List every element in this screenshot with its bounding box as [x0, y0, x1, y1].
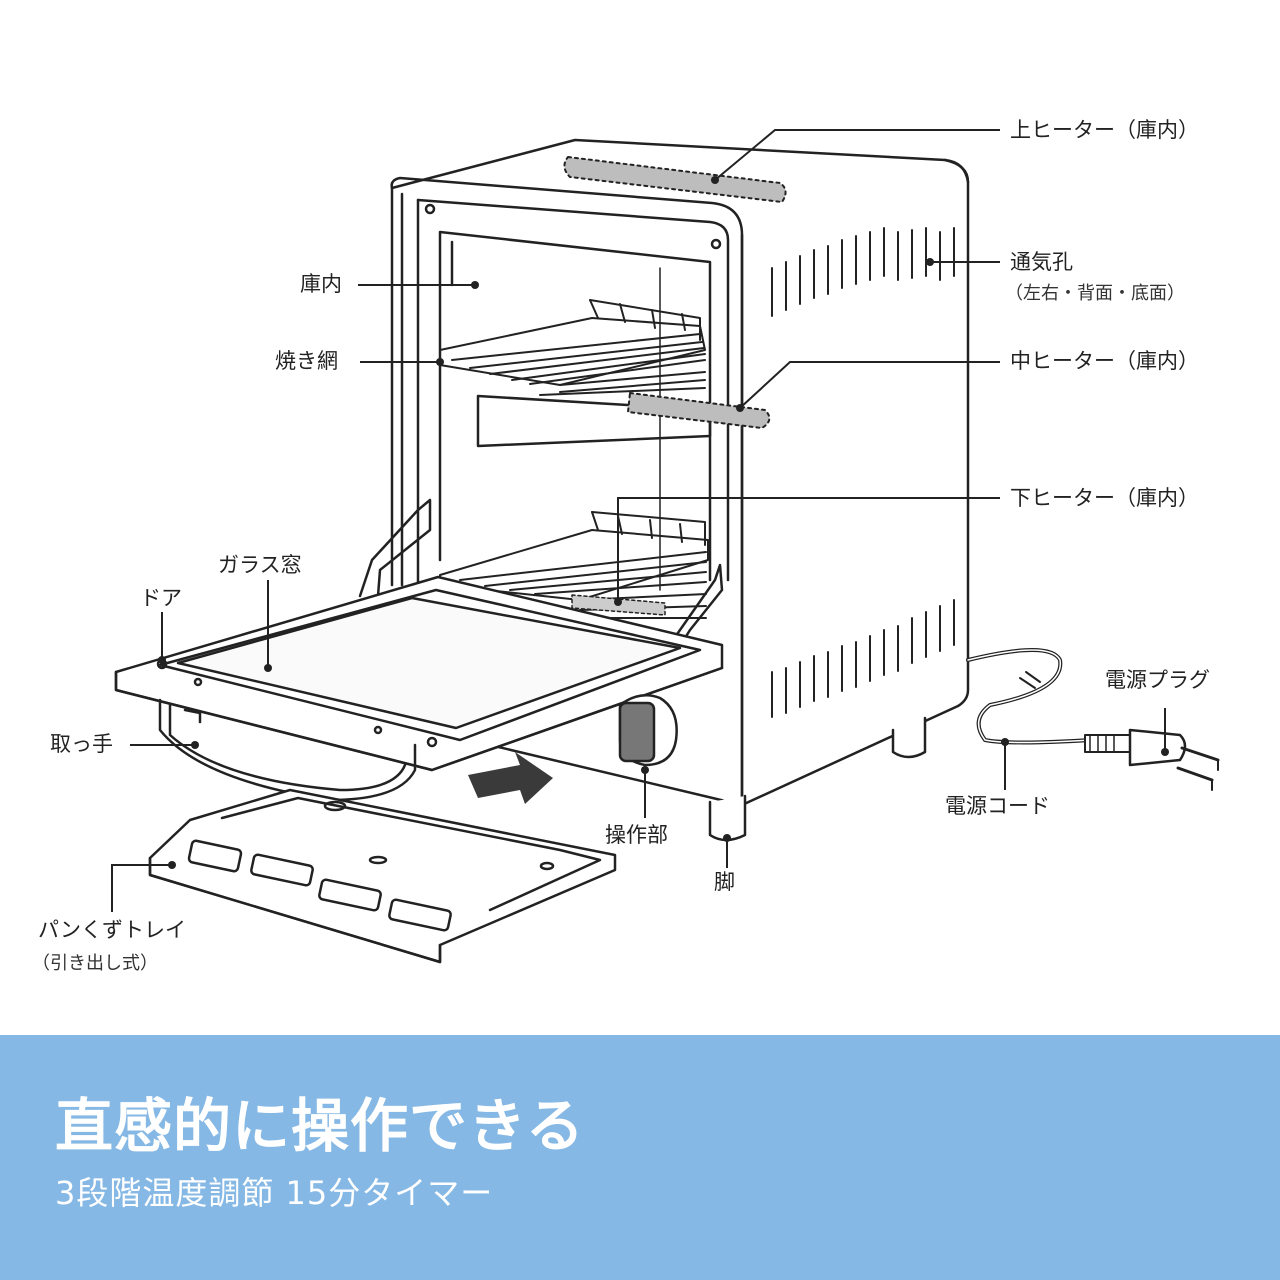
- interior-cavity: [438, 230, 712, 582]
- vent-slots: [771, 227, 955, 718]
- oven-body-front: [390, 176, 744, 807]
- glass-window: [176, 596, 682, 730]
- label-middle-heater: 中ヒーター（庫内）: [1010, 349, 1199, 373]
- label-controls: 操作部: [605, 823, 668, 847]
- label-power-plug: 電源プラグ: [1105, 668, 1210, 692]
- label-vent: 通気孔: [1010, 250, 1073, 274]
- label-grill-rack: 焼き網: [275, 349, 338, 373]
- label-lower-heater: 下ヒーター（庫内）: [1010, 486, 1199, 510]
- insert-arrow: [468, 752, 553, 804]
- leader-middle-heater: [739, 361, 1000, 409]
- label-interior: 庫内: [300, 272, 342, 296]
- upper-heater: [563, 156, 787, 203]
- label-vent-note: （左右・背面・底面）: [1005, 283, 1185, 304]
- label-door: ドア: [140, 586, 182, 610]
- leg-back: [891, 716, 927, 759]
- leader-crumb-tray: [111, 864, 172, 912]
- label-crumb-tray-note: （引き出し式）: [32, 953, 158, 974]
- label-upper-heater: 上ヒーター（庫内）: [1010, 118, 1199, 142]
- label-crumb-tray: パンくずトレイ: [38, 918, 187, 942]
- power-cord: [966, 648, 1092, 745]
- toaster-oven-diagram: [111, 129, 1220, 964]
- power-plug-body: [1084, 734, 1131, 753]
- leader-upper-heater: [714, 129, 1000, 181]
- oven-side-panel: [740, 158, 970, 807]
- feature-banner: 直感的に操作できる 3段階温度調節 15分タイマー: [0, 1035, 1280, 1280]
- door-arm-left: [358, 498, 432, 598]
- banner-title: 直感的に操作できる: [55, 1092, 585, 1160]
- upper-grill-rack: [439, 299, 706, 396]
- label-handle: 取っ手: [50, 732, 113, 756]
- label-glass-window: ガラス窓: [218, 553, 302, 577]
- leg-front: [708, 794, 747, 842]
- label-power-cord: 電源コード: [945, 794, 1050, 818]
- door-arm-right: [653, 563, 724, 667]
- leader-lower-heater: [617, 497, 1000, 602]
- middle-heater: [627, 392, 771, 429]
- banner-subtitle: 3段階温度調節 15分タイマー: [55, 1174, 494, 1212]
- label-legs: 脚: [714, 870, 735, 894]
